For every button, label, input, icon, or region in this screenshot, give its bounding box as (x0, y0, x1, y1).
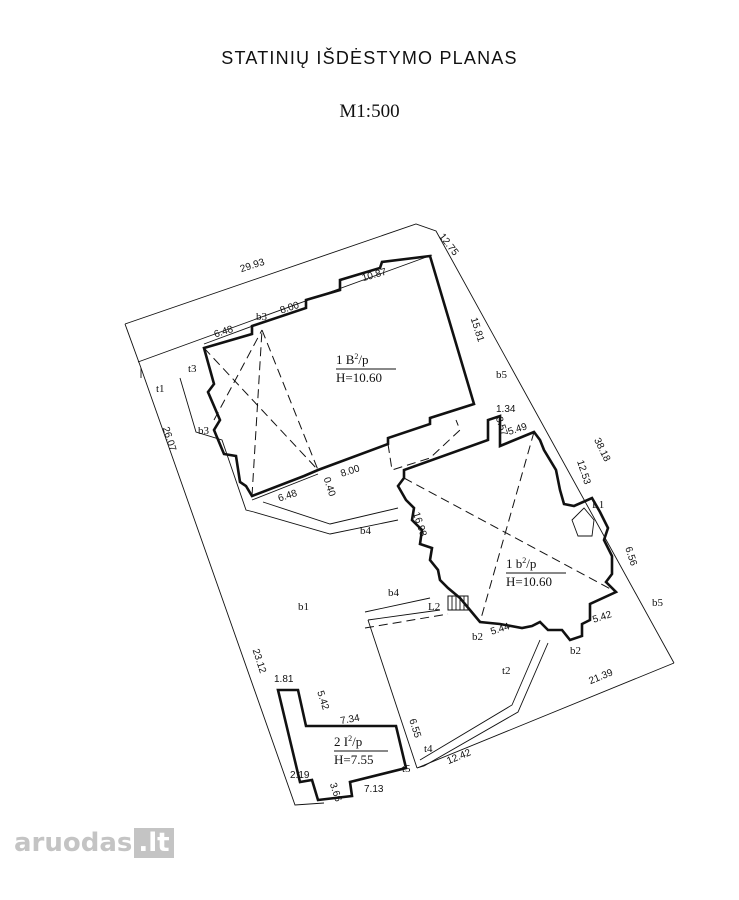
building-1b-small-diag-2 (479, 431, 535, 623)
building-label-1b-large: 1 B2/p H=10.60 (336, 352, 396, 385)
plot-boundary-bottom (416, 662, 675, 769)
label-b5-top: b5 (496, 369, 508, 381)
dim-29-93: 29.93 (239, 257, 267, 275)
building-1b-small-lower-line (364, 613, 449, 629)
svg-text:1 B2/p: 1 B2/p (336, 352, 369, 367)
watermark-logo: aruodas.lt (14, 828, 174, 858)
dim-12-42: 12.42 (445, 747, 473, 767)
building-suffix: /p (526, 556, 536, 571)
building-suffix: /p (358, 352, 368, 367)
label-L2: L2 (428, 601, 440, 613)
dim-5-42-l: 5.42 (314, 689, 331, 711)
dim-8-00-bot: 8.00 (339, 463, 361, 480)
dim-21-39: 21.39 (587, 667, 615, 687)
plot-boundary-top-inner (137, 254, 433, 363)
label-b2-left: b2 (472, 631, 483, 643)
building-sup: 2 (348, 734, 352, 743)
dim-6-56: 6.56 (622, 545, 639, 567)
plot-corridor-inner (262, 501, 399, 525)
building-2i-outline (276, 688, 408, 802)
building-code: 1 b (506, 556, 522, 571)
drive-left (367, 619, 418, 769)
building-1b-outline (202, 254, 476, 498)
stair-L2 (447, 595, 469, 611)
building-1b-dim-line-top (203, 323, 259, 345)
dim-6-55: 6.55 (406, 717, 423, 739)
watermark-tld: .lt (134, 828, 174, 858)
building-sup: 2 (354, 352, 358, 361)
building-1b-diag-3 (213, 329, 263, 421)
building-1b-diag-2 (251, 329, 263, 497)
plot-corridor (253, 511, 399, 535)
plan-title: STATINIŲ IŠDĖSTYMO PLANAS (221, 48, 518, 68)
building-1b-dim-line (251, 473, 319, 501)
label-b4-lower: b4 (388, 587, 400, 599)
dim-38-18: 38.18 (591, 436, 612, 464)
dim-7-34: 7.34 (339, 713, 361, 727)
drive-right (419, 639, 541, 761)
label-t5: t5 (402, 763, 411, 775)
dim-5-42-r: 5.42 (591, 609, 613, 626)
path-lower2 (367, 609, 441, 621)
dim-1-81: 1.81 (274, 674, 294, 685)
dim-12-53: 12.53 (574, 459, 592, 487)
dim-6-48-top: 6.48 (213, 324, 235, 341)
building-height: H=10.60 (336, 370, 382, 385)
building-label-1b-small: 1 b2/p H=10.60 (506, 556, 566, 589)
path-lower (364, 597, 431, 613)
plot-boundary-left (124, 323, 325, 806)
dim-26-07: 26.07 (160, 426, 178, 454)
building-height: H=10.60 (506, 574, 552, 589)
dim-10-87: 10.87 (361, 267, 389, 285)
dim-7-13: 7.13 (364, 784, 384, 795)
svg-text:1 b2/p: 1 b2/p (506, 556, 536, 571)
label-b4-upper: b4 (360, 525, 372, 537)
label-t4: t4 (424, 743, 433, 755)
label-t2: t2 (502, 665, 511, 677)
scale-label: M1:500 (339, 101, 400, 122)
drive-edge (416, 765, 425, 769)
building-suffix: /p (352, 734, 362, 749)
label-t3: t3 (188, 363, 197, 375)
watermark-brand: aruodas (14, 828, 133, 858)
building-sup: 2 (522, 556, 526, 565)
label-b3-left: b3 (198, 425, 210, 437)
plot-boundary-top (124, 223, 675, 664)
building-code: 1 B (336, 352, 355, 367)
label-b2-right: b2 (570, 645, 581, 657)
building-1b-diag-4 (261, 329, 319, 471)
svg-text:2 I2/p: 2 I2/p (334, 734, 362, 749)
label-L1: L1 (592, 499, 604, 511)
building-1b-diag-1 (203, 347, 319, 471)
building-label-2i: 2 I2/p H=7.55 (334, 734, 388, 767)
label-b3-top: b3 (256, 311, 268, 323)
plot-inner-edge-left (179, 377, 255, 513)
bay-L1 (571, 507, 595, 537)
label-b5-right: b5 (652, 597, 664, 609)
dim-16-98: 16.98 (410, 511, 428, 539)
dim-6-48-bot: 6.48 (277, 488, 299, 505)
building-height: H=7.55 (334, 752, 373, 767)
building-code: 2 I (334, 734, 348, 749)
dim-3-66: 3.66 (327, 781, 344, 803)
building-connector (387, 419, 461, 471)
building-1b-small-outline (396, 414, 619, 642)
dim-15-81: 15.81 (468, 316, 486, 344)
building-1b-small-diag-1 (403, 477, 617, 593)
dim-0-40: 0.40 (321, 476, 338, 498)
label-t1: t1 (156, 383, 165, 395)
dim-23-12: 23.12 (250, 648, 268, 676)
dim-2-19: 2.19 (290, 770, 310, 781)
label-b1: b1 (298, 601, 309, 613)
dim-1-34: 1.34 (496, 404, 516, 415)
drive-right2 (423, 642, 549, 767)
